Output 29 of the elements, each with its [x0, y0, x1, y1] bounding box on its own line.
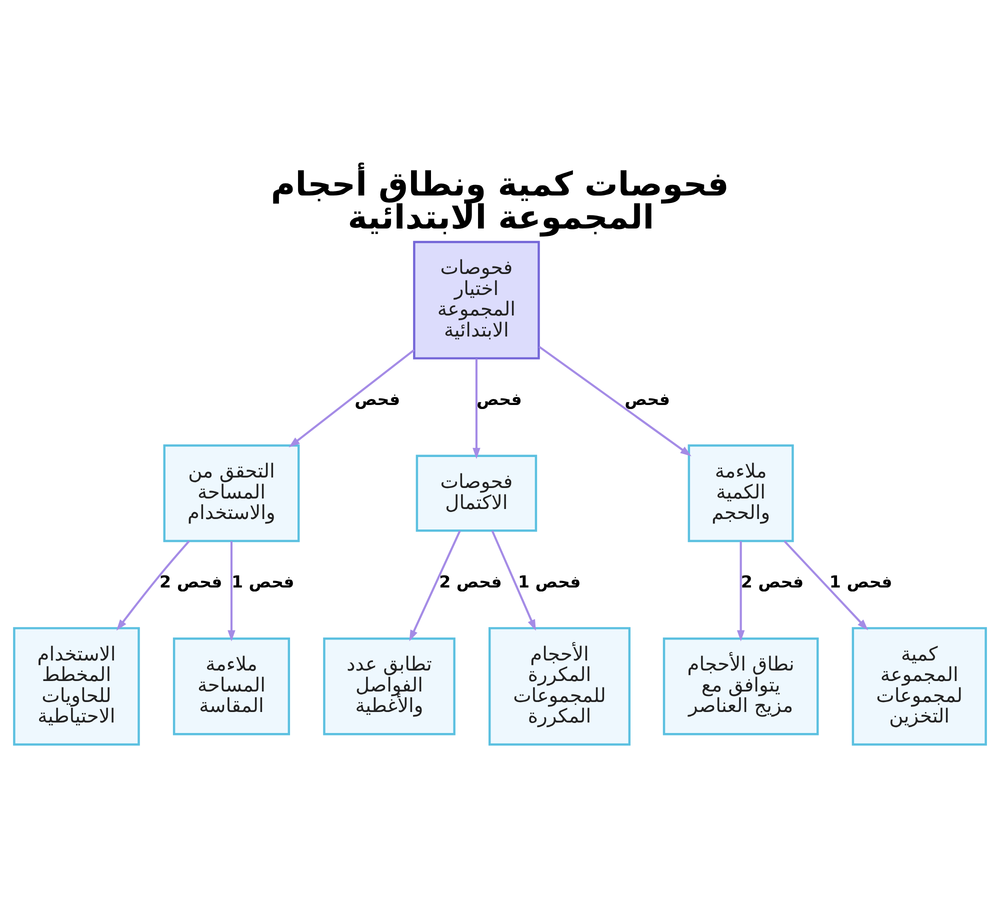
- node-box: تطابق عدد الفواصل والأغطية: [323, 636, 456, 735]
- arrow: [228, 540, 236, 641]
- diagram-title: فحوصات كمية ونطاق أحجام المجموعة الابتدائية: [270, 164, 729, 236]
- arrow: [288, 348, 415, 447]
- edge-label: فحص: [476, 389, 522, 408]
- arrow: [409, 530, 461, 641]
- node-box: التحقق من المساحة والاستخدام: [163, 444, 300, 542]
- arrow: [784, 540, 868, 630]
- node-box: نطاق الأحجام يتوافق مع مزيج العناصر: [662, 636, 819, 735]
- edge-label: فحص 1: [518, 572, 581, 592]
- edge-label: فحص 2: [160, 572, 222, 592]
- edge-label: فحص 2: [740, 572, 804, 592]
- arrow: [538, 345, 692, 456]
- edge-label: فحص 1: [231, 572, 294, 592]
- arrow: [491, 530, 536, 630]
- edge-label: فحص: [624, 389, 670, 408]
- node-box: ملاءمة المساحة المقاسة: [172, 636, 290, 735]
- node-box: الاستخدام المخطط للحاويات الاحتياطية: [13, 626, 140, 746]
- node-box: كمية المجموعة لمجموعات التخزين: [852, 626, 987, 746]
- edge-label: فحص 1: [829, 572, 892, 592]
- arrow: [116, 540, 190, 630]
- node-box: فحوصات اختيار المجموعة الابتدائية: [413, 240, 540, 359]
- edge-label: فحص: [354, 389, 400, 408]
- node-box: الأحجام المكررة للمجموعات المكررة: [488, 626, 631, 746]
- arrow: [472, 358, 480, 458]
- node-box: فحوصات الاكتمال: [416, 454, 538, 532]
- edge-label: فحص 2: [439, 572, 502, 592]
- arrow: [736, 540, 745, 641]
- node-box: ملاءمة الكمية والحجم: [688, 444, 794, 542]
